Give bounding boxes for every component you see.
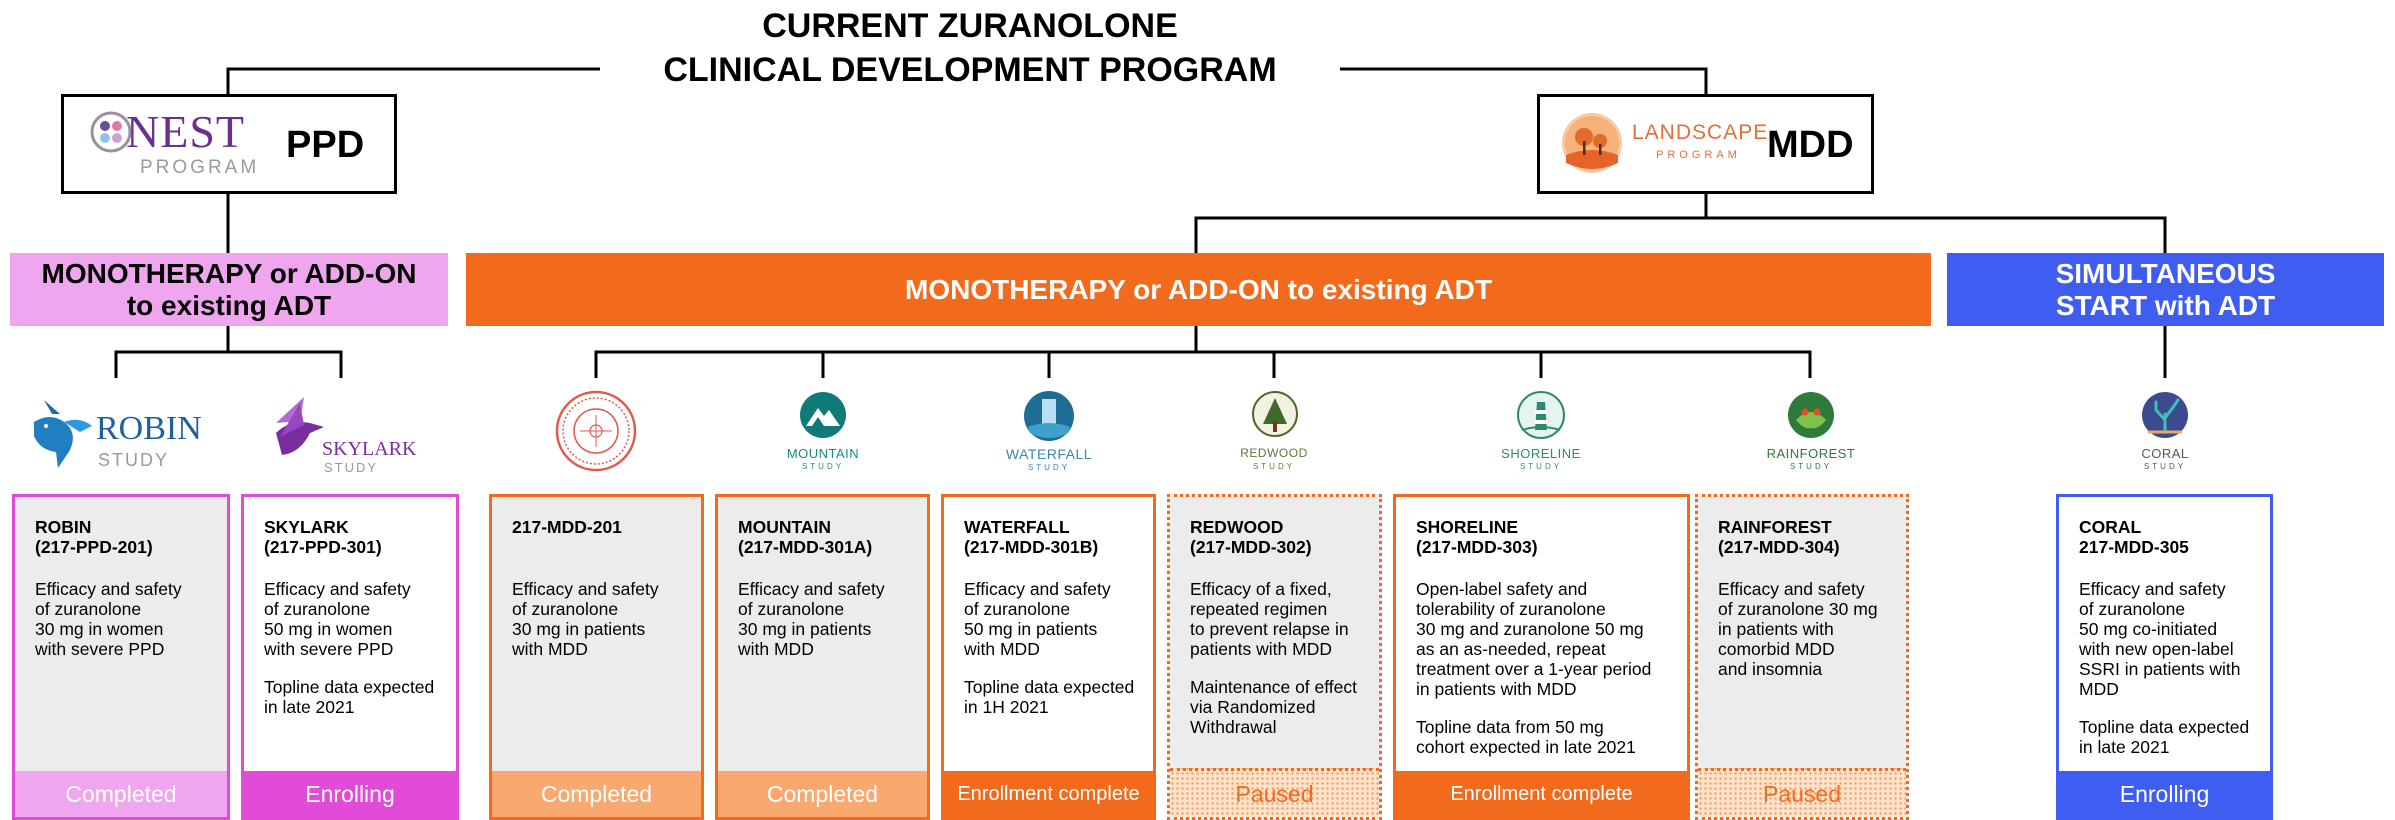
study-card-217-mdd-201: 217-MDD-201 Efficacy and safety of zuran… — [489, 494, 704, 820]
status-badge: Completed — [15, 771, 227, 817]
landscape-branch — [1194, 216, 2167, 253]
study-description: Efficacy and safety of zuranolone 30 mg … — [512, 579, 659, 659]
study-description: Efficacy and safety of zuranolone 30 mg … — [35, 579, 182, 659]
status-badge: Enrollment complete — [1396, 771, 1687, 817]
landscape-logo-sub: PROGRAM — [1656, 149, 1741, 161]
landscape-program-box: LANDSCAPE PROGRAM MDD — [1537, 94, 1874, 194]
ppd-branch — [114, 350, 343, 378]
simultaneous-banner-text: SIMULTANEOUS START with ADT — [2055, 257, 2276, 321]
study-card-skylark: SKYLARK (217-PPD-301) Efficacy and safet… — [241, 494, 459, 820]
robin-bird-icon — [34, 400, 92, 468]
landscape-logo-icon — [1562, 113, 1622, 173]
skylark-bird-icon — [276, 397, 324, 455]
study-name: MOUNTAIN (217-MDD-301A) — [738, 517, 873, 557]
study-card-coral: CORAL 217-MDD-305 Efficacy and safety of… — [2056, 494, 2273, 820]
skylark-logo-sub: STUDY — [324, 460, 379, 475]
mountain-logo-word: MOUNTAIN — [786, 446, 860, 461]
status-badge: Enrolling — [244, 771, 456, 817]
study-card-waterfall: WATERFALL (217-MDD-301B) Efficacy and sa… — [941, 494, 1156, 820]
rainforest-logo-word: RAINFOREST — [1766, 446, 1856, 461]
page-title-line1: CURRENT ZURANOLONE — [620, 4, 1320, 48]
mdd-banner-text: MONOTHERAPY or ADD-ON to existing ADT — [905, 273, 1492, 305]
study-card-mountain: MOUNTAIN (217-MDD-301A) Efficacy and saf… — [715, 494, 930, 820]
ppd-monotherapy-banner: MONOTHERAPY or ADD-ON to existing ADT — [10, 253, 448, 326]
study-description: Efficacy and safety of zuranolone 50 mg … — [2079, 579, 2241, 699]
study-name: RAINFOREST (217-MDD-304) — [1718, 517, 1840, 557]
study-description: Efficacy and safety of zuranolone 50 mg … — [264, 579, 411, 659]
lighthouse-icon — [1517, 391, 1565, 439]
nest-logo-icon — [90, 111, 132, 153]
nest-logo-sub: PROGRAM — [140, 157, 260, 178]
waterfall-logo-sub: STUDY — [1027, 463, 1071, 472]
study-name: SHORELINE (217-MDD-303) — [1416, 517, 1538, 557]
redwood-logo-word: REDWOOD — [1240, 446, 1308, 460]
status-badge: Paused — [1698, 768, 1906, 817]
coral-logo-sub: STUDY — [2143, 462, 2187, 471]
coral-icon — [2142, 392, 2188, 438]
mountain-icon — [800, 392, 846, 438]
study-description: Efficacy and safety of zuranolone 50 mg … — [964, 579, 1111, 659]
study-description: Open-label safety and tolerability of zu… — [1416, 579, 1652, 699]
study-description: Efficacy of a fixed, repeated regimen to… — [1190, 579, 1349, 659]
study-card-rainforest: RAINFOREST (217-MDD-304) Efficacy and sa… — [1695, 494, 1909, 820]
mdd-monotherapy-banner: MONOTHERAPY or ADD-ON to existing ADT — [466, 253, 1931, 326]
study-card-robin: ROBIN (217-PPD-201) Efficacy and safety … — [12, 494, 230, 820]
study-name: ROBIN (217-PPD-201) — [35, 517, 153, 557]
study-card-shoreline: SHORELINE (217-MDD-303) Open-label safet… — [1393, 494, 1690, 820]
study-description: Efficacy and safety of zuranolone 30 mg … — [738, 579, 885, 659]
landscape-logo-word: LANDSCAPE — [1632, 121, 1769, 144]
simultaneous-start-banner: SIMULTANEOUS START with ADT — [1947, 253, 2384, 326]
journal-seal-icon — [555, 390, 637, 472]
study-note: Maintenance of effect via Randomized Wit… — [1190, 677, 1358, 737]
study-name: SKYLARK (217-PPD-301) — [264, 517, 382, 557]
study-note: Topline data expected in late 2021 — [2079, 717, 2250, 757]
mountain-logo-sub: STUDY — [801, 462, 845, 471]
status-badge: Enrolling — [2059, 771, 2270, 817]
skylark-logo-word: SKYLARK — [322, 438, 417, 460]
shoreline-logo-word: SHORELINE — [1501, 446, 1581, 461]
study-name: 217-MDD-201 — [512, 517, 622, 537]
robin-logo-word: ROBIN — [96, 410, 202, 447]
mdd-branch — [594, 350, 1812, 378]
status-badge: Paused — [1170, 768, 1379, 817]
study-note: Topline data from 50 mg cohort expected … — [1416, 717, 1636, 757]
page-title-line2: CLINICAL DEVELOPMENT PROGRAM — [600, 48, 1340, 92]
tree-icon — [1252, 391, 1298, 437]
study-description: Efficacy and safety of zuranolone 30 mg … — [1718, 579, 1878, 679]
ppd-banner-text: MONOTHERAPY or ADD-ON to existing ADT — [41, 257, 417, 321]
coral-logo-word: CORAL — [2141, 446, 2189, 461]
robin-logo-sub: STUDY — [98, 450, 170, 470]
waterfall-icon — [1024, 391, 1074, 441]
ppd-label: PPD — [286, 124, 365, 166]
nest-logo-word: NEST — [126, 106, 245, 157]
study-note: Topline data expected in late 2021 — [264, 677, 435, 717]
study-name: REDWOOD (217-MDD-302) — [1190, 517, 1312, 557]
study-name: CORAL 217-MDD-305 — [2079, 517, 2189, 557]
rainforest-logo-sub: STUDY — [1789, 462, 1833, 471]
nest-program-box: NEST PROGRAM PPD — [61, 94, 397, 194]
status-badge: Completed — [492, 771, 701, 817]
redwood-logo-sub: STUDY — [1252, 462, 1296, 471]
waterfall-logo-word: WATERFALL — [1005, 446, 1093, 462]
frog-icon — [1788, 392, 1834, 438]
study-note: Topline data expected in 1H 2021 — [964, 677, 1135, 717]
study-card-redwood: REDWOOD (217-MDD-302) Efficacy of a fixe… — [1167, 494, 1382, 820]
study-name: WATERFALL (217-MDD-301B) — [964, 517, 1099, 557]
mdd-label: MDD — [1767, 124, 1854, 166]
status-badge: Enrollment complete — [944, 771, 1153, 817]
status-badge: Completed — [718, 771, 927, 817]
shoreline-logo-sub: STUDY — [1519, 462, 1563, 471]
